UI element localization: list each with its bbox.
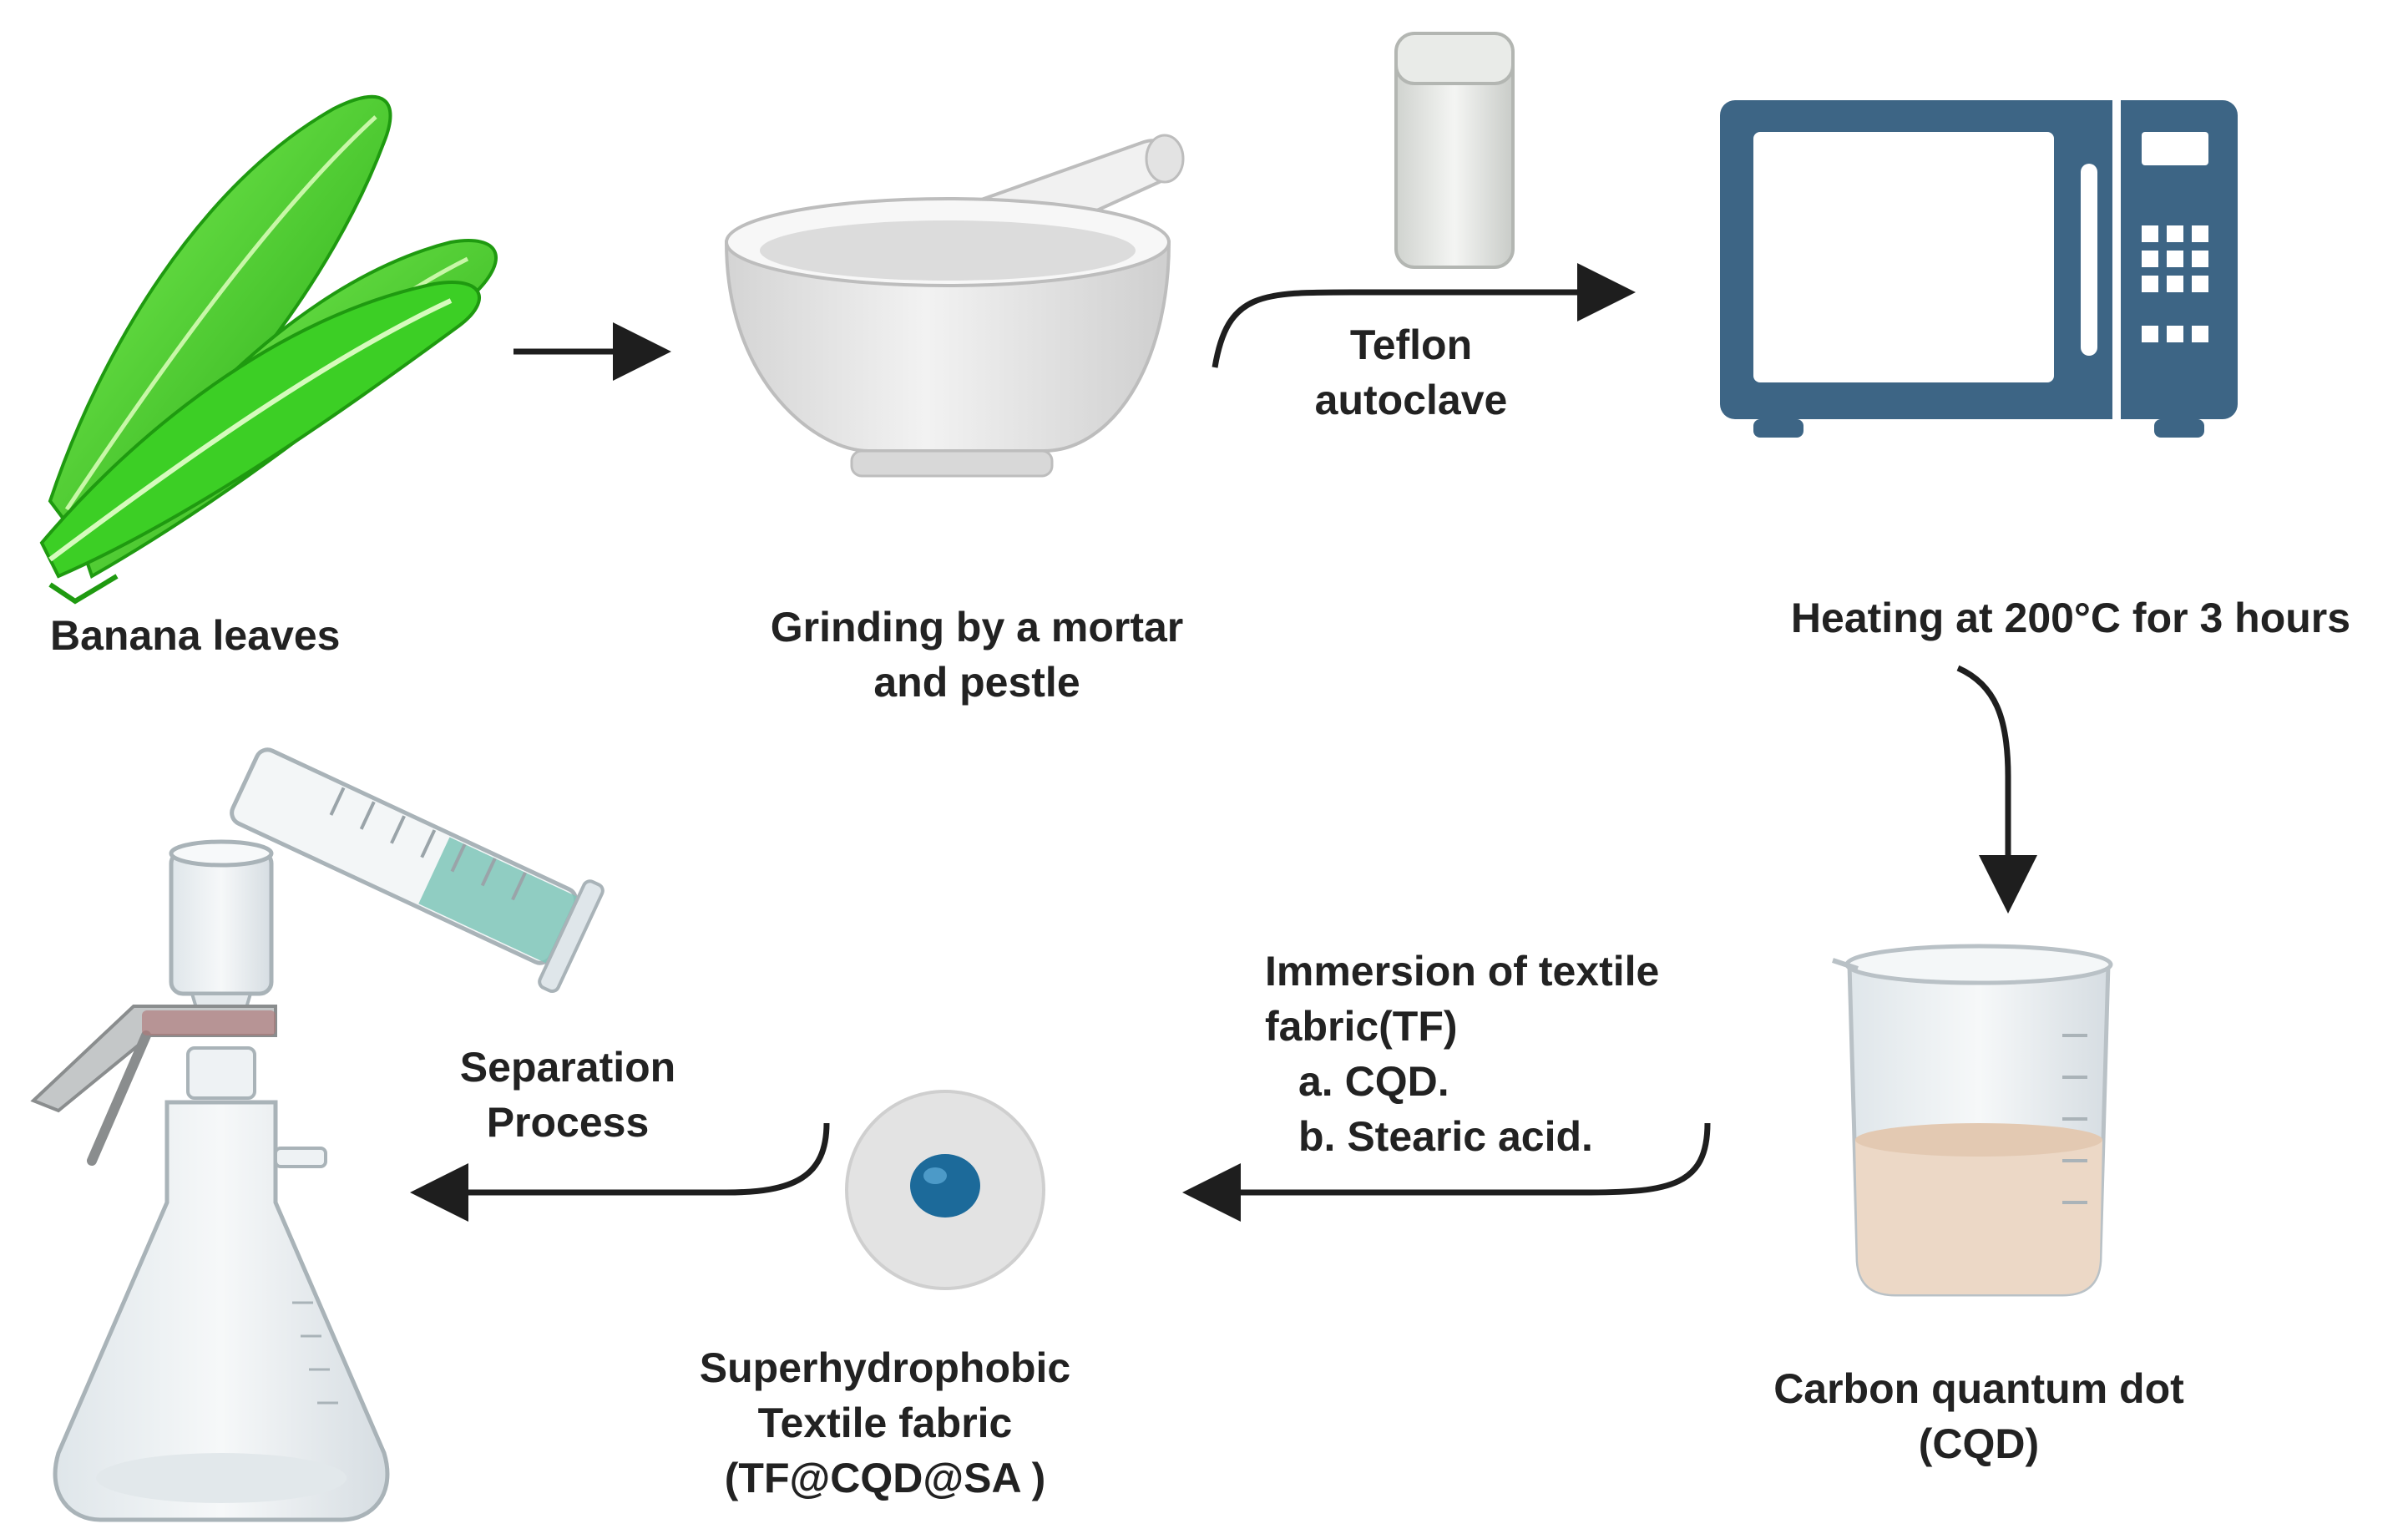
label-fabric: Superhydrophobic Textile fabric (TF@CQD@… [668, 1340, 1102, 1506]
arrow-fabric-to-flask [410, 1122, 830, 1222]
label-autoclave: Teflon autoclave [1277, 317, 1545, 428]
textile-fabric-icon [845, 1090, 1045, 1290]
immersion-item-a: a. CQD. [1298, 1058, 1449, 1105]
graduated-cylinder-icon [230, 747, 605, 994]
fabric-label-line3: (TF@CQD@SA ) [724, 1455, 1046, 1501]
grinding-label-line1: Grinding by a mortar [770, 604, 1184, 651]
separation-label-line1: Separation [459, 1044, 676, 1091]
label-banana-leaves: Banana leaves [50, 608, 341, 663]
immersion-label-line1: Immersion of textile [1265, 948, 1660, 995]
arrow-immersion-to-fabric [1182, 1122, 1711, 1222]
banana-label: Banana leaves [50, 612, 341, 659]
autoclave-label-line2: autoclave [1314, 377, 1508, 423]
label-grinding: Grinding by a mortar and pestle [718, 600, 1236, 710]
banana-leaves-icon [39, 94, 498, 605]
fabric-label-line2: Textile fabric [757, 1400, 1013, 1446]
immersion-label-line2: fabric(TF) [1265, 1003, 1458, 1050]
teflon-autoclave-icon [1394, 32, 1515, 269]
microwave-oven-icon [1720, 100, 2238, 438]
mortar-pestle-icon [724, 134, 1185, 478]
arrow-heating-to-beaker [1956, 665, 2037, 914]
arrow-autoclave-to-microwave [1212, 263, 1636, 368]
label-cqd: Carbon quantum dot (CQD) [1745, 1361, 2213, 1471]
autoclave-label-line1: Teflon [1349, 321, 1473, 368]
beaker-icon [1832, 944, 2113, 1297]
immersion-item-b: b. Stearic acid. [1298, 1113, 1593, 1160]
cqd-label-line2: (CQD) [1918, 1420, 2040, 1467]
label-separation: Separation Process [417, 1040, 718, 1150]
fabric-label-line1: Superhydrophobic [699, 1344, 1071, 1391]
label-immersion: Immersion of textile fabric(TF) a. CQD. … [1265, 944, 1733, 1164]
filtration-flask-icon [30, 839, 390, 1522]
cqd-label-line1: Carbon quantum dot [1773, 1365, 2184, 1412]
label-heating: Heating at 200°C for 3 hours [1741, 590, 2400, 645]
grinding-label-line2: and pestle [873, 659, 1080, 706]
separation-label-line2: Process [486, 1099, 650, 1146]
heating-label: Heating at 200°C for 3 hours [1790, 595, 2351, 641]
